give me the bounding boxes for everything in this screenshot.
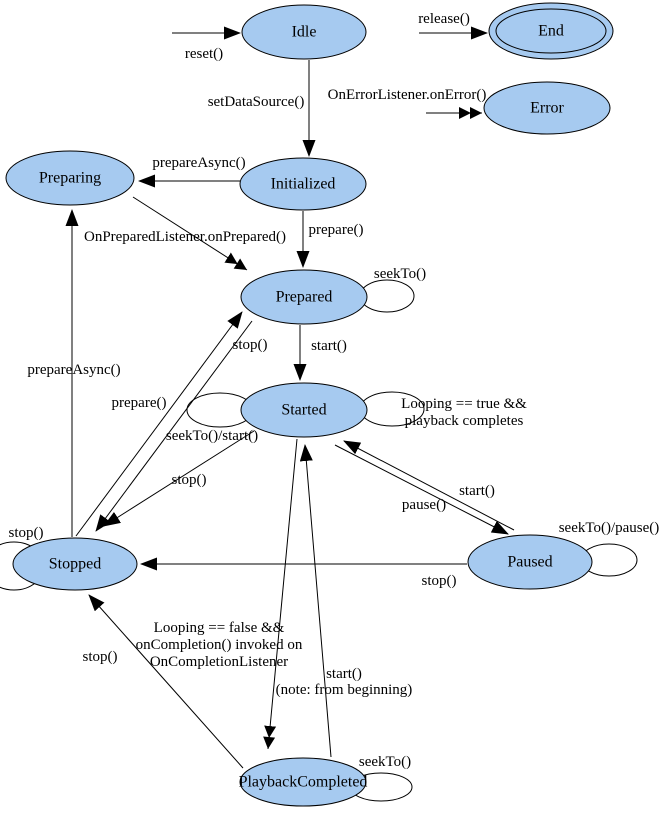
edge-stop-started: [103, 430, 255, 527]
state-stopped-shape: [12, 537, 138, 591]
edge-looping-false: [263, 438, 298, 750]
edge-stop-prepared-label: stop(): [233, 337, 268, 353]
self-loop-prepared-label: seekTo(): [374, 266, 426, 282]
state-end-label: End: [538, 23, 564, 40]
edge-start-paused: [343, 440, 515, 531]
edge-looping-false-label-3: OnCompletionListener: [150, 654, 288, 670]
edge-stop-prepared: [95, 320, 253, 532]
state-paused-label: Paused: [507, 554, 552, 571]
state-started-shape: [240, 382, 368, 438]
edge-prepare-mid: [75, 311, 243, 537]
edge-release-label: release(): [418, 11, 470, 27]
edge-set-data-source-label: setDataSource(): [208, 94, 305, 110]
state-error-label: Error: [530, 100, 564, 117]
state-started-label: Started: [281, 402, 326, 419]
state-preparing-label: Preparing: [39, 170, 101, 187]
edge-start-prepared-label: start(): [311, 338, 347, 354]
edge-stop-started-label: stop(): [172, 472, 207, 488]
self-loop-started-right-label-1: Looping == true &&: [401, 396, 527, 412]
state-paused: Paused: [467, 534, 593, 590]
edge-prepare-async-left-label: prepareAsync(): [27, 362, 120, 378]
self-loop-stopped-label: stop(): [9, 525, 44, 541]
edge-reset-label: reset(): [185, 46, 223, 62]
edge-looping-false-label-2: onCompletion() invoked on: [136, 637, 303, 653]
state-stopped: Stopped: [12, 537, 138, 591]
state-started: Started: [240, 382, 368, 438]
edge-looping-false-label-1: Looping == false &&: [154, 620, 285, 636]
edge-prepare-async-top-label: prepareAsync(): [152, 155, 245, 171]
edge-stop-playback: [88, 594, 244, 769]
state-playback-completed-label: PlaybackCompleted: [239, 774, 368, 791]
state-error-shape: [483, 81, 611, 135]
edge-stop-playback-label: stop(): [83, 649, 118, 665]
state-preparing: Preparing: [5, 150, 135, 206]
state-idle: Idle: [241, 4, 367, 60]
edge-start-playback-label-2: (note: from beginning): [276, 682, 413, 698]
state-initialized-shape: [239, 157, 367, 211]
edge-start-paused-label: start(): [459, 483, 495, 499]
state-idle-shape: [241, 4, 367, 60]
edge-pause-label: pause(): [402, 497, 446, 513]
state-prepared-label: Prepared: [276, 289, 333, 306]
state-preparing-shape: [5, 150, 135, 206]
state-initialized: Initialized: [239, 157, 367, 211]
edge-on-error-label: OnErrorListener.onError(): [328, 87, 487, 103]
state-end-inner-shape: [495, 8, 607, 54]
edge-stop-paused-label: stop(): [422, 573, 457, 589]
state-initialized-label: Initialized: [271, 176, 336, 193]
state-paused-shape: [467, 534, 593, 590]
state-error: Error: [483, 81, 611, 135]
state-end-outer-shape: [488, 2, 614, 60]
edge-start-playback-label-1: start(): [326, 666, 362, 682]
edge-pause: [334, 444, 509, 535]
edge-start-playback: [299, 444, 332, 758]
state-stopped-label: Stopped: [49, 556, 101, 573]
edge-on-prepared-label: OnPreparedListener.onPrepared(): [84, 229, 286, 245]
state-idle-label: Idle: [292, 24, 317, 41]
edge-prepare-mid-label: prepare(): [112, 395, 167, 411]
self-loop-paused-label: seekTo()/pause(): [559, 520, 660, 536]
self-loop-playback-completed-label: seekTo(): [359, 754, 411, 770]
edge-on-prepared: [132, 196, 248, 271]
state-prepared: Prepared: [240, 269, 368, 325]
self-loop-started-right-label-2: playback completes: [405, 413, 524, 429]
self-loop-prepared: [359, 279, 415, 313]
state-playback-completed-shape: [239, 757, 367, 807]
state-playback-completed: PlaybackCompleted: [239, 757, 368, 807]
state-end: End: [488, 2, 614, 60]
state-prepared-shape: [240, 269, 368, 325]
self-loop-started-left-label: seekTo()/start(): [166, 428, 258, 444]
edge-prepare-top-label: prepare(): [309, 222, 364, 238]
